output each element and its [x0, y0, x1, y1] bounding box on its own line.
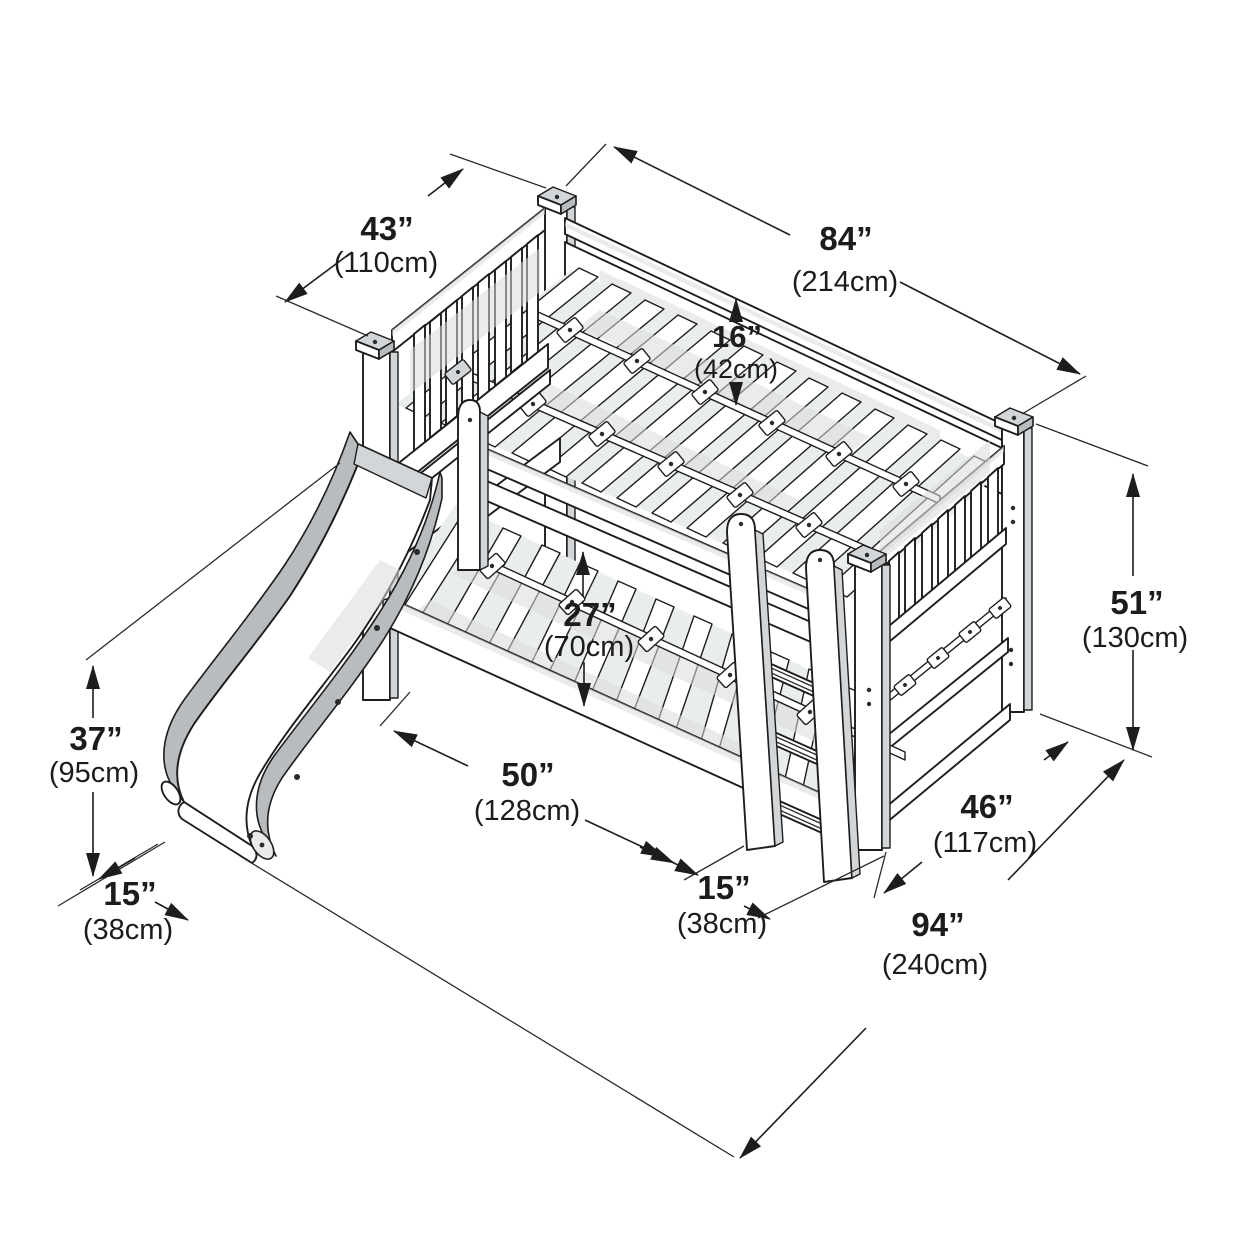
ladder-right-rail — [805, 549, 861, 883]
dim-overall-length-cm: (240cm) — [882, 949, 988, 981]
dim-front-opening-in: 50” — [501, 756, 554, 793]
dim-end-width: 43” (110cm) — [275, 153, 547, 337]
dim-front-opening: 50” (128cm) — [379, 691, 665, 858]
dim-end-width-cm: (110cm) — [334, 247, 438, 279]
dim-slide-height: 37” (95cm) — [49, 462, 341, 891]
dim-overall-height-cm: (130cm) — [1082, 622, 1188, 654]
dim-rail-height-in: 16” — [712, 319, 762, 354]
dim-front-opening-cm: (128cm) — [474, 795, 580, 827]
dim-bunk-clearance-cm: (70cm) — [544, 631, 634, 663]
dim-end-width-in: 43” — [360, 210, 413, 247]
dim-rail-height: 16” (42cm) — [694, 298, 778, 406]
dimension-annotations: 43” (110cm) 84” (214cm) 16” (42cm) 27” (… — [49, 143, 1188, 1159]
dim-slide-offset: 15” (38cm) — [57, 841, 189, 946]
bunk-bed-drawing — [160, 186, 1034, 883]
ladder — [726, 513, 861, 883]
dim-bunk-clearance: 27” (70cm) — [544, 551, 634, 707]
dim-overall-height: 51” (130cm) — [1035, 423, 1188, 758]
dim-overall-length-in: 94” — [911, 906, 964, 943]
front-right-post — [847, 544, 891, 851]
dim-end-depth: 46” (117cm) — [873, 741, 1069, 899]
dim-bunk-clearance-in: 27” — [563, 596, 616, 633]
footboard — [857, 440, 1012, 829]
dim-slide-offset-in: 15” — [103, 875, 156, 912]
dim-slide-offset-cm: (38cm) — [83, 914, 173, 946]
slide — [160, 431, 443, 864]
dim-bed-length-in: 84” — [819, 220, 872, 257]
dim-overall-length: 94” (240cm) — [239, 759, 1125, 1159]
dim-ladder-offset-in: 15” — [697, 869, 750, 906]
lower-bunk-slats — [392, 505, 906, 807]
dim-bed-length: 84” (214cm) — [565, 143, 1087, 415]
ladder-left-rail — [726, 513, 784, 851]
dim-ladder-offset: 15” (38cm) — [639, 845, 885, 940]
dim-bed-length-cm: (214cm) — [792, 266, 898, 298]
dim-rail-height-cm: (42cm) — [694, 354, 778, 384]
dim-slide-height-cm: (95cm) — [49, 757, 139, 789]
dim-end-depth-in: 46” — [960, 788, 1013, 825]
dim-slide-height-in: 37” — [69, 720, 122, 757]
dim-ladder-offset-cm: (38cm) — [677, 908, 767, 940]
dim-end-depth-cm: (117cm) — [933, 827, 1037, 859]
dim-overall-height-in: 51” — [1110, 584, 1163, 621]
